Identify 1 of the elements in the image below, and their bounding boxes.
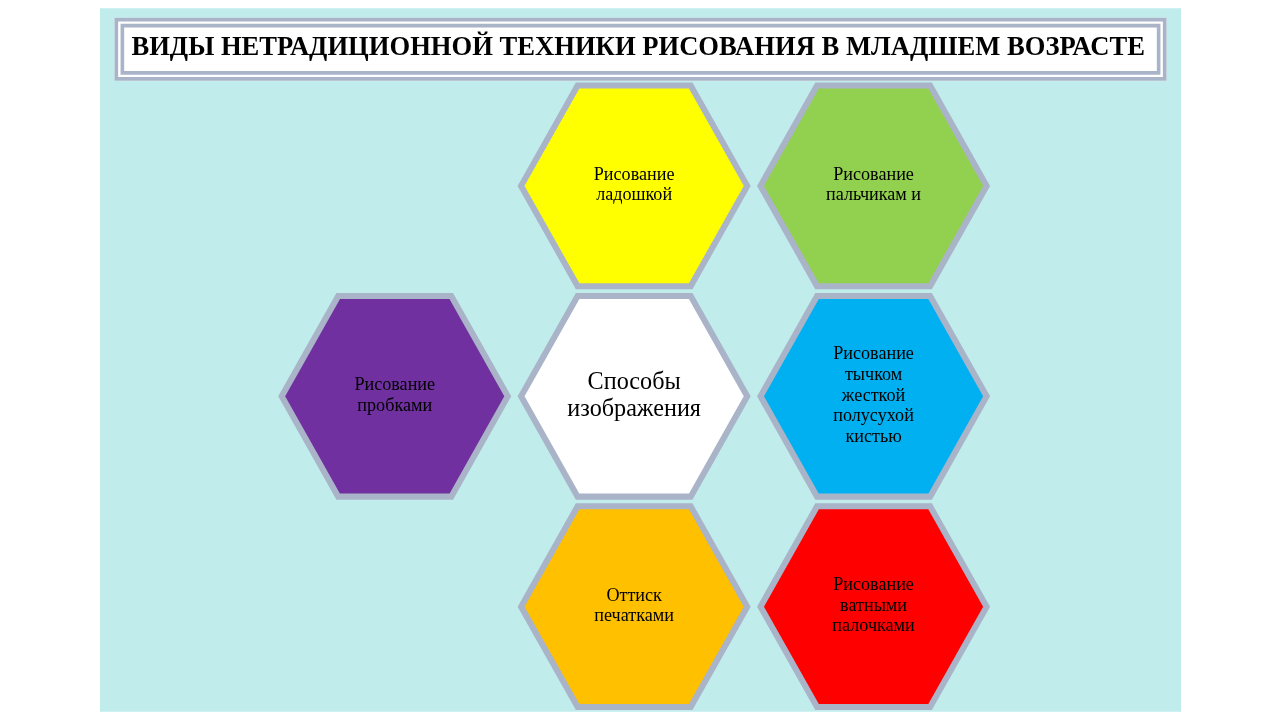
diagram-title: ВИДЫ НЕТРАДИЦИОННОЙ ТЕХНИКИ РИСОВАНИЯ В МЛАДШЕМ ВОЗРАСТЕ	[130, 30, 1145, 61]
